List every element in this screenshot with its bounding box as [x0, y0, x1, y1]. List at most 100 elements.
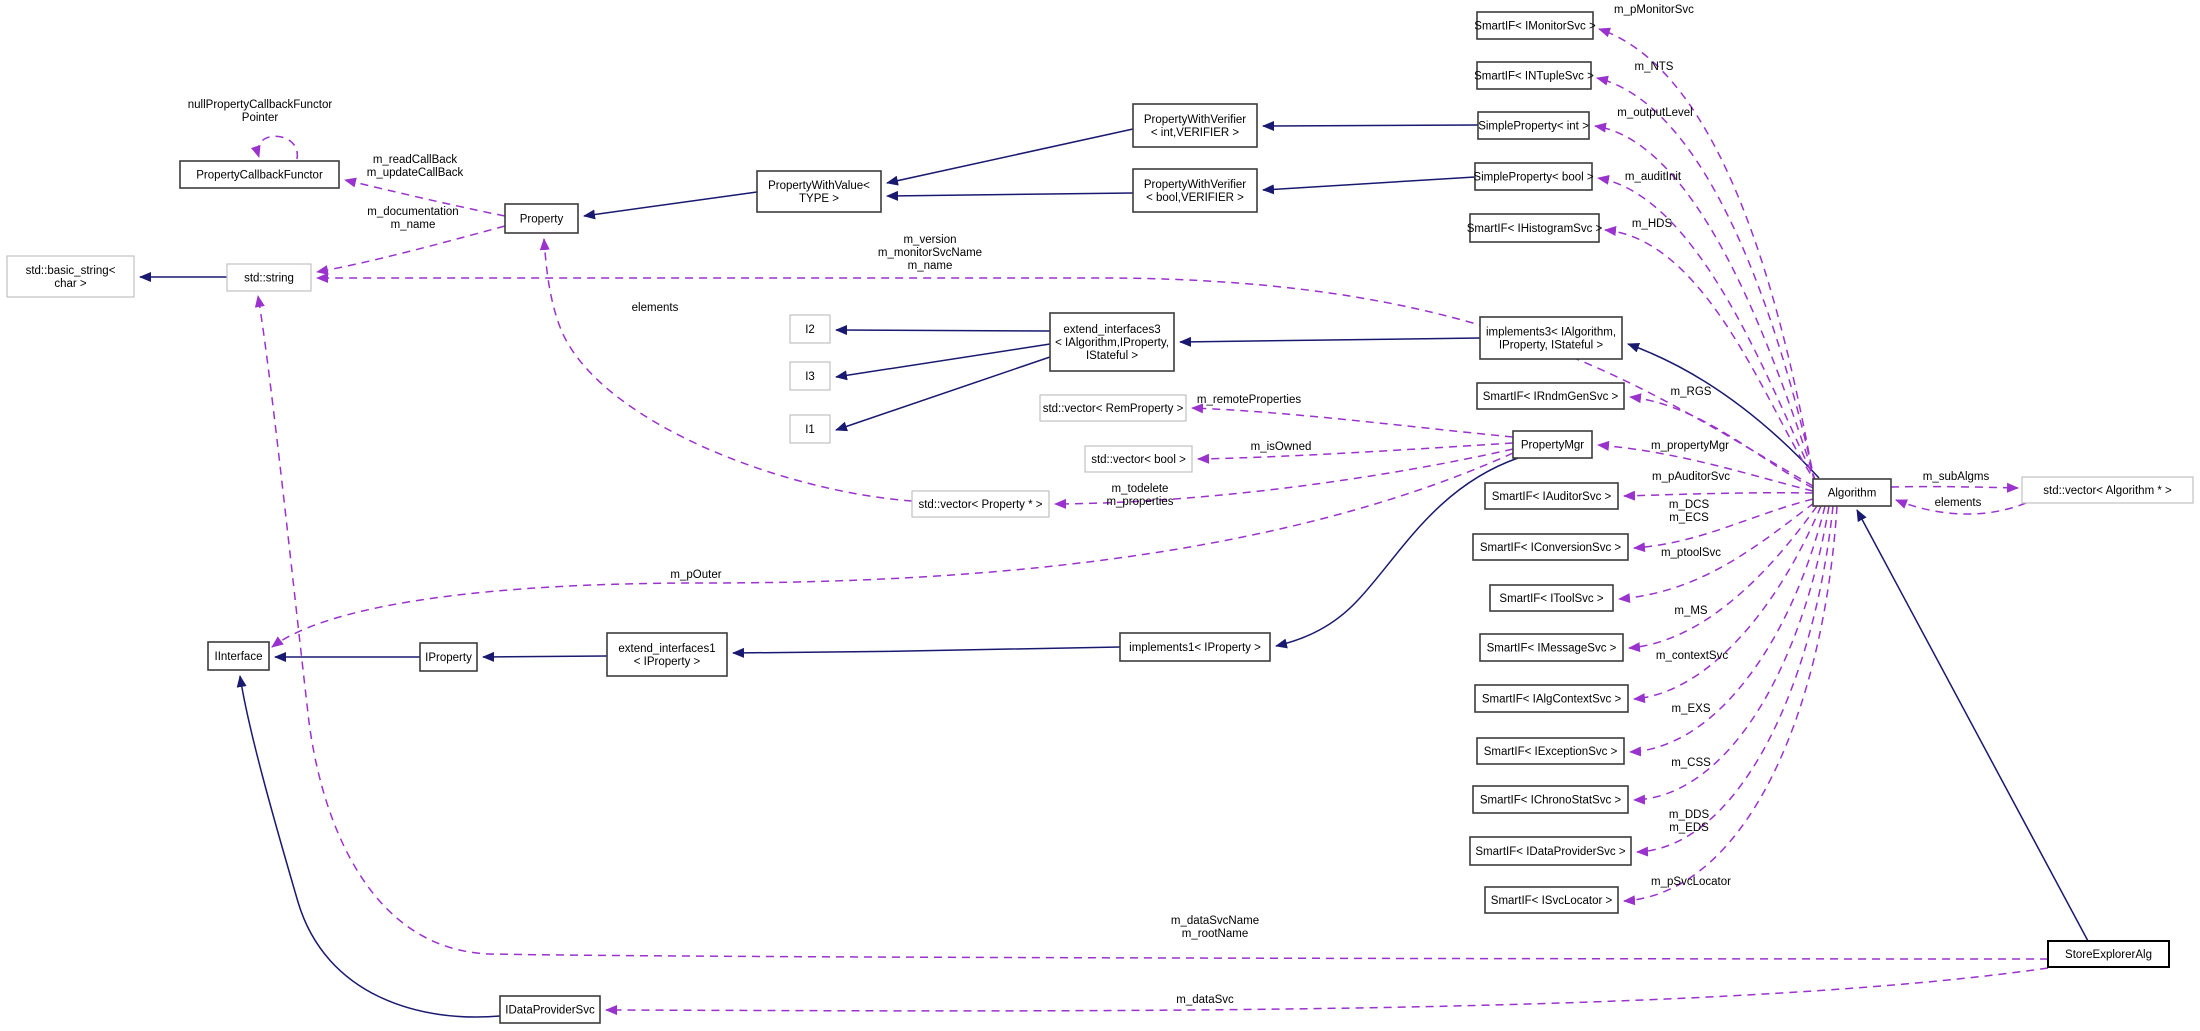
- smartif-isvclocator-box[interactable]: [1484, 886, 1619, 914]
- smartif-intuplesvc-box[interactable]: [1476, 61, 1592, 90]
- simple-property-bool-box[interactable]: [1474, 162, 1593, 191]
- vector-bool-box[interactable]: [1084, 445, 1193, 473]
- smartif-imessagesvc-box[interactable]: [1479, 633, 1624, 662]
- class-node-simple-property-int[interactable]: SimpleProperty< int >: [1477, 111, 1590, 140]
- class-node-smartif-itoolsvc[interactable]: SmartIF< IToolSvc >: [1489, 584, 1614, 612]
- class-node-std-string[interactable]: std::string: [226, 263, 312, 292]
- iproperty-label: IProperty: [425, 652, 472, 664]
- class-node-property-with-verifier-int[interactable]: PropertyWithVerifier< int,VERIFIER >: [1132, 103, 1258, 148]
- edge-label-line: m_remoteProperties: [1197, 394, 1301, 406]
- class-node-idataprovidersvc[interactable]: IDataProviderSvc: [499, 995, 601, 1024]
- class-node-smartif-isvclocator[interactable]: SmartIF< ISvcLocator >: [1484, 886, 1619, 914]
- smartif-ihistogramsvc-box[interactable]: [1469, 213, 1600, 243]
- class-node-i3[interactable]: I3: [789, 361, 831, 391]
- smartif-isvclocator-label: SmartIF< ISvcLocator >: [1491, 895, 1613, 907]
- class-node-iproperty[interactable]: IProperty: [419, 642, 478, 672]
- implements3-box[interactable]: [1479, 316, 1623, 360]
- node-label-line: SmartIF< IExceptionSvc >: [1484, 746, 1618, 758]
- class-node-vector-bool[interactable]: std::vector< bool >: [1084, 445, 1193, 473]
- class-node-smartif-imessagesvc[interactable]: SmartIF< IMessageSvc >: [1479, 633, 1624, 662]
- node-label-line: IDataProviderSvc: [505, 1005, 595, 1017]
- smartif-irndmgensvc-box[interactable]: [1476, 382, 1625, 410]
- class-node-smartif-intuplesvc[interactable]: SmartIF< INTupleSvc >: [1474, 61, 1594, 90]
- node-label-line: SmartIF< IAlgContextSvc >: [1482, 694, 1622, 706]
- class-node-algorithm[interactable]: Algorithm: [1812, 478, 1892, 507]
- implements1-box[interactable]: [1119, 632, 1271, 662]
- class-node-smartif-imonitorsvc[interactable]: SmartIF< IMonitorSvc >: [1474, 11, 1596, 40]
- class-node-basic-string[interactable]: std::basic_string<char >: [6, 255, 135, 298]
- smartif-iconversionsvc-box[interactable]: [1472, 533, 1629, 561]
- class-node-property-with-verifier-bool[interactable]: PropertyWithVerifier< bool,VERIFIER >: [1132, 168, 1258, 213]
- smartif-itoolsvc-box[interactable]: [1489, 584, 1614, 612]
- i2-box[interactable]: [789, 314, 831, 344]
- iproperty-box[interactable]: [419, 642, 478, 672]
- class-node-smartif-irndmgensvc[interactable]: SmartIF< IRndmGenSvc >: [1476, 382, 1625, 410]
- class-node-smartif-iconversionsvc[interactable]: SmartIF< IConversionSvc >: [1472, 533, 1629, 561]
- extend-interfaces3-label: extend_interfaces3< IAlgorithm,IProperty…: [1055, 324, 1169, 362]
- class-node-iinterface[interactable]: IInterface: [207, 641, 270, 671]
- class-node-smartif-ichronostatsvc[interactable]: SmartIF< IChronoStatSvc >: [1472, 785, 1629, 814]
- class-node-store-explorer-alg[interactable]: StoreExplorerAlg: [2047, 940, 2170, 968]
- class-node-vector-remproperty[interactable]: std::vector< RemProperty >: [1039, 394, 1187, 422]
- vector-property-ptr-box[interactable]: [911, 490, 1050, 518]
- class-node-vector-algorithm-ptr[interactable]: std::vector< Algorithm * >: [2021, 476, 2194, 504]
- smartif-idataprovidersvc-box[interactable]: [1469, 836, 1632, 866]
- std-string-box[interactable]: [226, 263, 312, 292]
- node-label-line: IInterface: [215, 651, 263, 663]
- basic-string-box[interactable]: [6, 255, 135, 298]
- edge-label-algorithm-uses-histosvc: m_HDS: [1632, 218, 1673, 230]
- property-box[interactable]: [504, 203, 579, 234]
- class-node-smartif-iauditorsvc[interactable]: SmartIF< IAuditorSvc >: [1484, 482, 1619, 510]
- property-with-value-box[interactable]: [756, 170, 882, 213]
- class-node-implements3[interactable]: implements3< IAlgorithm,IProperty, IStat…: [1479, 316, 1623, 360]
- idataprovidersvc-box[interactable]: [499, 995, 601, 1024]
- class-node-smartif-iexceptionsvc[interactable]: SmartIF< IExceptionSvc >: [1476, 737, 1625, 765]
- edge-label-line: m_DCS: [1669, 499, 1710, 511]
- smartif-imonitorsvc-box[interactable]: [1476, 11, 1594, 40]
- class-node-property-mgr[interactable]: PropertyMgr: [1512, 430, 1593, 459]
- vector-remproperty-box[interactable]: [1039, 394, 1187, 422]
- class-node-property-with-value[interactable]: PropertyWithValue<TYPE >: [756, 170, 882, 213]
- class-node-vector-property-ptr[interactable]: std::vector< Property * >: [911, 490, 1050, 518]
- i3-box[interactable]: [789, 361, 831, 391]
- iinterface-box[interactable]: [207, 641, 270, 671]
- node-label-line: SmartIF< IDataProviderSvc >: [1475, 846, 1625, 858]
- class-node-simple-property-bool[interactable]: SimpleProperty< bool >: [1473, 162, 1594, 191]
- property-mgr-box[interactable]: [1512, 430, 1593, 459]
- store-explorer-alg-box[interactable]: [2047, 940, 2170, 968]
- property-with-verifier-int-box[interactable]: [1132, 103, 1258, 148]
- vector-algorithm-ptr-label: std::vector< Algorithm * >: [2043, 485, 2172, 497]
- class-node-implements1[interactable]: implements1< IProperty >: [1119, 632, 1271, 662]
- i2-label: I2: [805, 324, 815, 336]
- edge-label-propmgr-uses-iinterface: m_pOuter: [670, 569, 721, 581]
- class-node-extend-interfaces1[interactable]: extend_interfaces1< IProperty >: [606, 632, 728, 677]
- class-node-property-callback-functor[interactable]: PropertyCallbackFunctor: [179, 160, 340, 189]
- class-node-smartif-ihistogramsvc[interactable]: SmartIF< IHistogramSvc >: [1467, 213, 1603, 243]
- vector-algorithm-ptr-box[interactable]: [2021, 476, 2194, 504]
- node-label-line: SmartIF< IAuditorSvc >: [1492, 491, 1612, 503]
- algorithm-box[interactable]: [1812, 478, 1892, 507]
- class-node-i2[interactable]: I2: [789, 314, 831, 344]
- extend-interfaces3-box[interactable]: [1049, 312, 1175, 372]
- smartif-iexceptionsvc-label: SmartIF< IExceptionSvc >: [1484, 746, 1618, 758]
- edge-label-algorithm-uses-auditinit: m_auditInit: [1625, 171, 1682, 183]
- class-node-property[interactable]: Property: [504, 203, 579, 234]
- smartif-iauditorsvc-box[interactable]: [1484, 482, 1619, 510]
- smartif-iexceptionsvc-box[interactable]: [1476, 737, 1625, 765]
- edge-ext1-inherits-iproperty: [482, 651, 608, 662]
- class-node-extend-interfaces3[interactable]: extend_interfaces3< IAlgorithm,IProperty…: [1049, 312, 1175, 372]
- class-node-i1[interactable]: I1: [789, 414, 831, 444]
- edge-label-algorithm-uses-rndmsvc: m_RGS: [1671, 386, 1712, 398]
- i3-label: I3: [805, 371, 815, 383]
- extend-interfaces1-box[interactable]: [606, 632, 728, 677]
- i1-label: I1: [805, 424, 815, 436]
- smartif-ialgcontextsvc-box[interactable]: [1474, 684, 1629, 713]
- class-node-smartif-idataprovidersvc[interactable]: SmartIF< IDataProviderSvc >: [1469, 836, 1632, 866]
- edge-vecalg-elements-algorithm: [1895, 499, 2027, 515]
- simple-property-int-box[interactable]: [1477, 111, 1590, 140]
- smartif-ichronostatsvc-box[interactable]: [1472, 785, 1629, 814]
- property-with-verifier-bool-box[interactable]: [1132, 168, 1258, 213]
- property-callback-functor-box[interactable]: [179, 160, 340, 189]
- class-node-smartif-ialgcontextsvc[interactable]: SmartIF< IAlgContextSvc >: [1474, 684, 1629, 713]
- i1-box[interactable]: [789, 414, 831, 444]
